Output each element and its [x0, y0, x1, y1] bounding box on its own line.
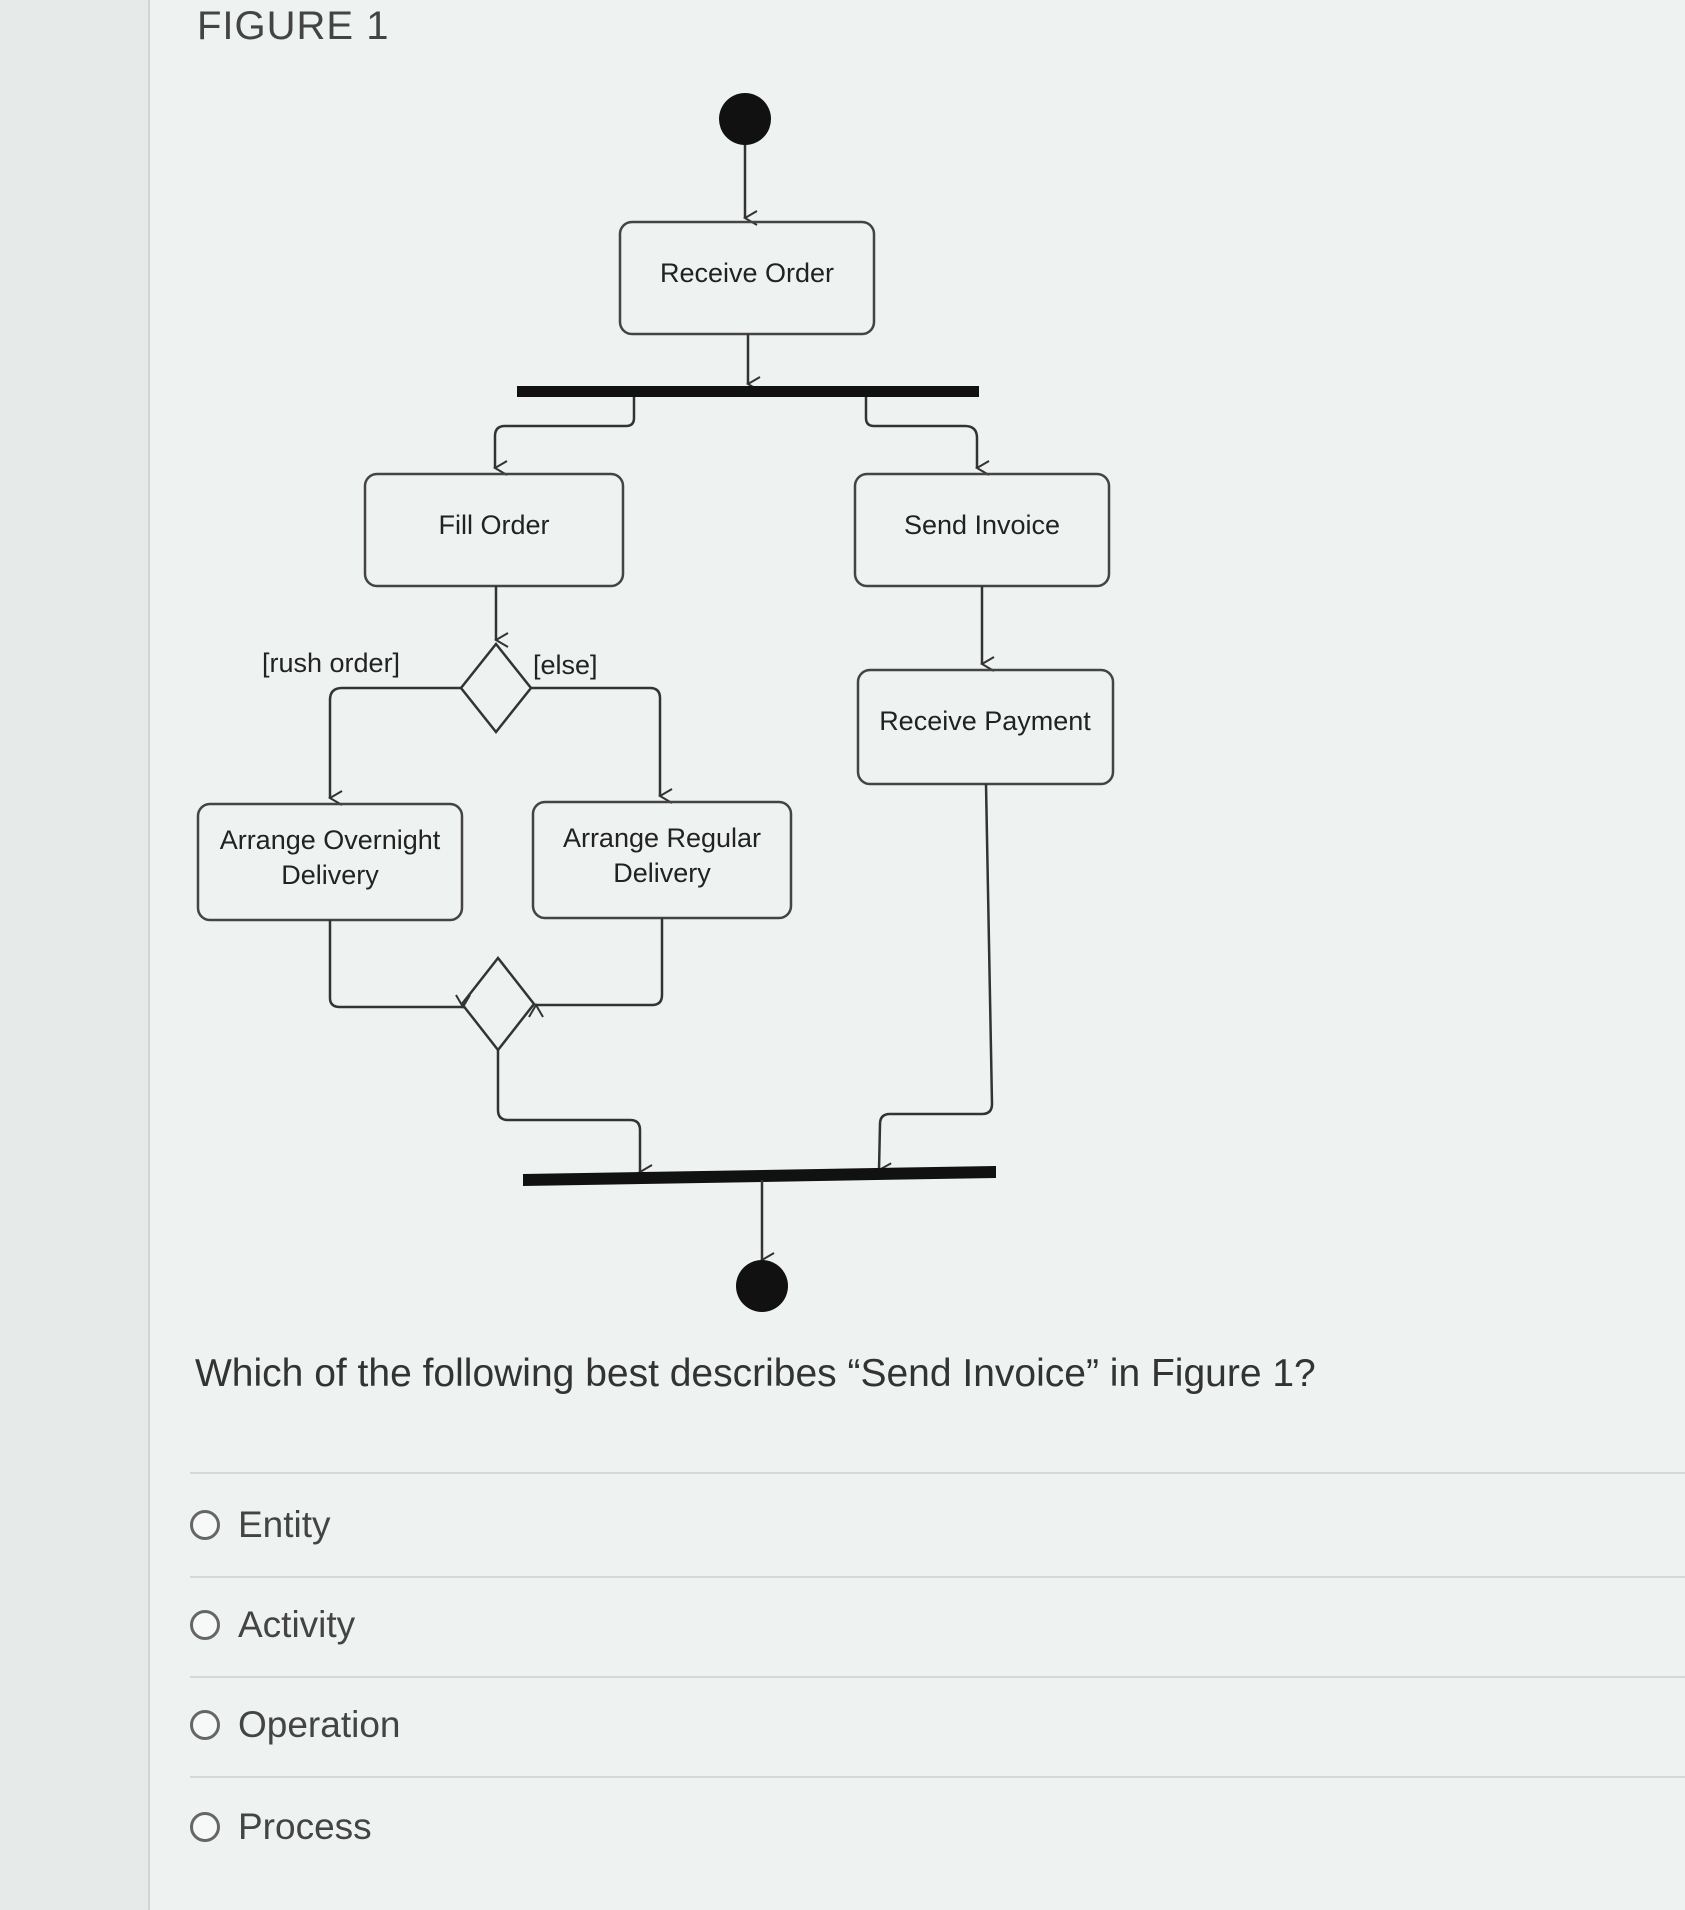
radio-button[interactable]: [190, 1610, 220, 1640]
fill-order-label: Fill Order: [438, 510, 549, 540]
flow-edge: [531, 686, 673, 804]
option-label: Process: [238, 1806, 372, 1847]
question-text: Which of the following best describes “S…: [195, 1352, 1316, 1395]
arrange-regular-label-line2: Delivery: [613, 858, 711, 888]
flow-edge: [493, 397, 636, 476]
flow-edge: [877, 783, 994, 1179]
radio-button[interactable]: [190, 1710, 220, 1740]
arrange-overnight-label-line2: Delivery: [281, 860, 379, 890]
option-activity[interactable]: Activity: [190, 1590, 355, 1660]
option-label: Entity: [238, 1504, 331, 1545]
send-invoice-label: Send Invoice: [904, 510, 1060, 540]
option-process[interactable]: Process: [190, 1792, 372, 1862]
arrange-regular-label-line1: Arrange Regular: [563, 823, 761, 853]
option-operation[interactable]: Operation: [190, 1690, 401, 1760]
fork-bar: [517, 386, 979, 397]
receive-order-label: Receive Order: [660, 258, 834, 288]
flow-edge: [328, 686, 461, 806]
radio-button[interactable]: [190, 1812, 220, 1842]
flow-edge: [496, 1050, 653, 1180]
guard-rush-order: [rush order]: [262, 648, 400, 678]
final-node: [736, 1260, 788, 1312]
divider: [190, 1472, 1685, 1474]
divider: [190, 1676, 1685, 1678]
activity-diagram: Receive Order Fill Order Send Invoice Re…: [196, 93, 1115, 1312]
receive-payment-label: Receive Payment: [879, 706, 1091, 736]
flow-edge: [528, 918, 664, 1018]
option-label: Operation: [238, 1704, 401, 1745]
left-rail: [0, 0, 150, 1910]
merge-node: [460, 955, 536, 1053]
flow-edge: [864, 397, 990, 476]
divider: [190, 1576, 1685, 1578]
decision-node: [459, 641, 533, 735]
initial-node: [719, 93, 771, 145]
flow-edge: [328, 920, 471, 1009]
activity-receive-payment: [856, 668, 1115, 786]
join-bar: [523, 1166, 996, 1186]
option-entity[interactable]: Entity: [190, 1490, 331, 1560]
option-label: Activity: [238, 1604, 356, 1645]
arrange-overnight-label-line1: Arrange Overnight: [220, 825, 441, 855]
radio-button[interactable]: [190, 1510, 220, 1540]
guard-else: [else]: [533, 650, 598, 680]
divider: [190, 1776, 1685, 1778]
figure-title: FIGURE 1: [197, 4, 390, 48]
activity-fill-order: [363, 472, 625, 588]
